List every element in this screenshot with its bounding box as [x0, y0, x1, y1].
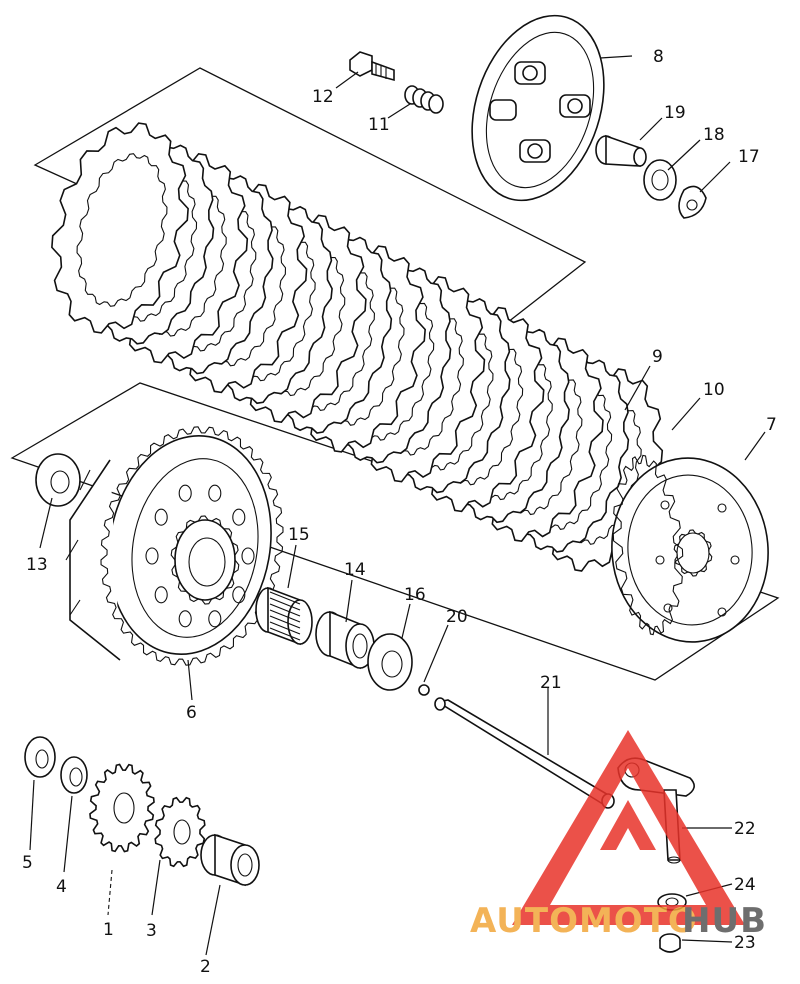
callout-1: 1 [103, 920, 114, 940]
needle-roller [269, 627, 301, 641]
boss-hole [663, 603, 673, 613]
bushing [659, 933, 681, 953]
callout-labels: 12 11 8 19 18 17 9 10 7 13 6 15 14 16 20… [22, 47, 777, 977]
housing-tooth-ring [100, 426, 284, 666]
callout-23: 23 [734, 933, 756, 953]
clutch-housing [65, 434, 272, 661]
boss-hole [655, 555, 665, 565]
lock-washer [24, 736, 56, 778]
friction-plate-inner [76, 153, 168, 307]
needle-roller [269, 597, 301, 611]
callout-4: 4 [56, 877, 67, 897]
callout-10: 10 [703, 380, 725, 400]
callout-3: 3 [146, 921, 157, 941]
pressure-plate [471, 14, 605, 202]
boss-hub-spline [673, 529, 713, 577]
housing-hole [178, 610, 192, 628]
clutch-plate-stack [51, 122, 664, 572]
housing-hole [208, 484, 222, 502]
watermark-word-left: AUTOMOTO [470, 901, 698, 941]
needle-roller [269, 603, 301, 617]
callout-14: 14 [344, 560, 366, 580]
gear-bushing [200, 833, 260, 887]
watermark-word-right: HUB [682, 901, 767, 941]
lower-assembly-frame [10, 382, 780, 681]
callout-22: 22 [734, 819, 756, 839]
clutch-spring [404, 85, 444, 114]
housing-hole [178, 484, 192, 502]
boss-hole [730, 555, 740, 565]
housing-inner-gear [170, 515, 240, 605]
callout-11: 11 [368, 115, 390, 135]
housing-hole [154, 508, 168, 526]
drive-sprocket-gear [154, 796, 206, 868]
needle-roller [269, 609, 301, 623]
watermark-triangle-icon [512, 730, 745, 925]
plain-washer [60, 756, 88, 794]
callout-17: 17 [738, 147, 760, 167]
housing-hole [241, 547, 255, 565]
housing-hole [208, 610, 222, 628]
thrust-washer [35, 453, 81, 507]
primary-drive-gear-bore [113, 792, 135, 824]
callout-7: 7 [766, 415, 777, 435]
push-piece [595, 134, 647, 167]
primary-drive-gear-teeth [89, 763, 155, 853]
clutch-boss [611, 454, 769, 643]
primary-drive-gear [89, 763, 155, 853]
needle-roller [269, 621, 301, 635]
housing-gear-teeth [100, 426, 284, 666]
housing-hole [232, 586, 246, 604]
callout-21: 21 [540, 673, 562, 693]
callout-19: 19 [664, 103, 686, 123]
callout-9: 9 [652, 347, 663, 367]
circlip [678, 185, 707, 219]
leader-lines [29, 55, 766, 956]
callout-2: 2 [200, 957, 211, 977]
friction-plate [51, 122, 189, 334]
bearing [643, 159, 677, 201]
callout-12: 12 [312, 87, 334, 107]
spacer-collar [315, 610, 375, 670]
push-rod [434, 697, 615, 809]
watermark-logo: AUTOMOTO HUB [470, 730, 767, 941]
needle-roller [269, 615, 301, 629]
bolt [349, 51, 395, 82]
washer [367, 633, 413, 691]
callout-8: 8 [653, 47, 664, 67]
boss-hole [660, 500, 670, 510]
callout-20: 20 [446, 607, 468, 627]
needle-bearing [255, 586, 313, 646]
boss-hole [717, 503, 727, 513]
drive-sprocket-teeth [154, 796, 206, 868]
callout-18: 18 [703, 125, 725, 145]
drive-sprocket-bore [173, 819, 191, 845]
steel-ball [418, 684, 430, 696]
boss-spline-ring [612, 454, 684, 636]
callout-24: 24 [734, 875, 756, 895]
callout-13: 13 [26, 555, 48, 575]
needle-roller [269, 591, 301, 605]
watermark-inner-mark [600, 800, 656, 850]
callout-5: 5 [22, 853, 33, 873]
housing-hole [145, 547, 159, 565]
callout-15: 15 [288, 525, 310, 545]
boss-hole [717, 607, 727, 617]
housing-hole [232, 508, 246, 526]
housing-hole [154, 586, 168, 604]
callout-16: 16 [404, 585, 426, 605]
callout-6: 6 [186, 703, 197, 723]
